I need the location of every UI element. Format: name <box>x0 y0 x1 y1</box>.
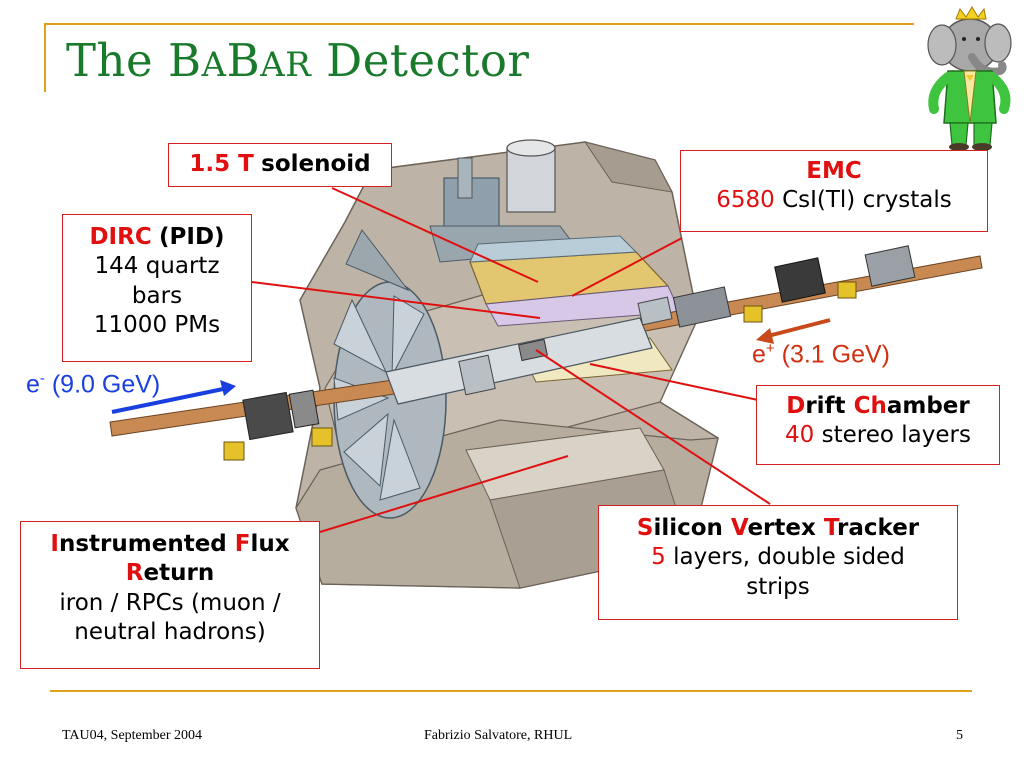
slide-title: The BABAR Detector <box>66 34 530 87</box>
svt-label: Silicon Vertex Tracker 5 layers, double … <box>598 505 958 620</box>
footer-page-number: 5 <box>956 728 963 743</box>
footer-author: Fabrizio Salvatore, RHUL <box>424 728 573 743</box>
forward-endcap <box>333 229 447 519</box>
babar-elephant-mascot <box>927 6 1012 151</box>
positron-beam-label: e+ (3.1 GeV) <box>752 340 890 369</box>
ifr-label: Instrumented Flux Return iron / RPCs (mu… <box>20 521 320 669</box>
drift-chamber-label: Drift Chamber 40 stereo layers <box>756 385 1000 465</box>
footer-event: TAU04, September 2004 <box>62 728 203 743</box>
title-top-rule <box>44 23 914 25</box>
electron-beam-label: e- (9.0 GeV) <box>26 370 161 399</box>
beam-pipe <box>109 255 983 437</box>
footer-rule <box>50 690 972 692</box>
dirc-label: DIRC (PID) 144 quartz bars 11000 PMs <box>62 214 252 362</box>
emc-label: EMC 6580 CsI(Tl) crystals <box>680 150 988 232</box>
solenoid-label: 1.5 T solenoid <box>168 143 392 187</box>
title-left-rule <box>44 24 46 92</box>
positron-beam-arrow <box>767 318 831 338</box>
callout-lines <box>251 187 771 533</box>
electron-beam-arrow <box>111 386 229 414</box>
beamline-magnets <box>223 245 916 461</box>
